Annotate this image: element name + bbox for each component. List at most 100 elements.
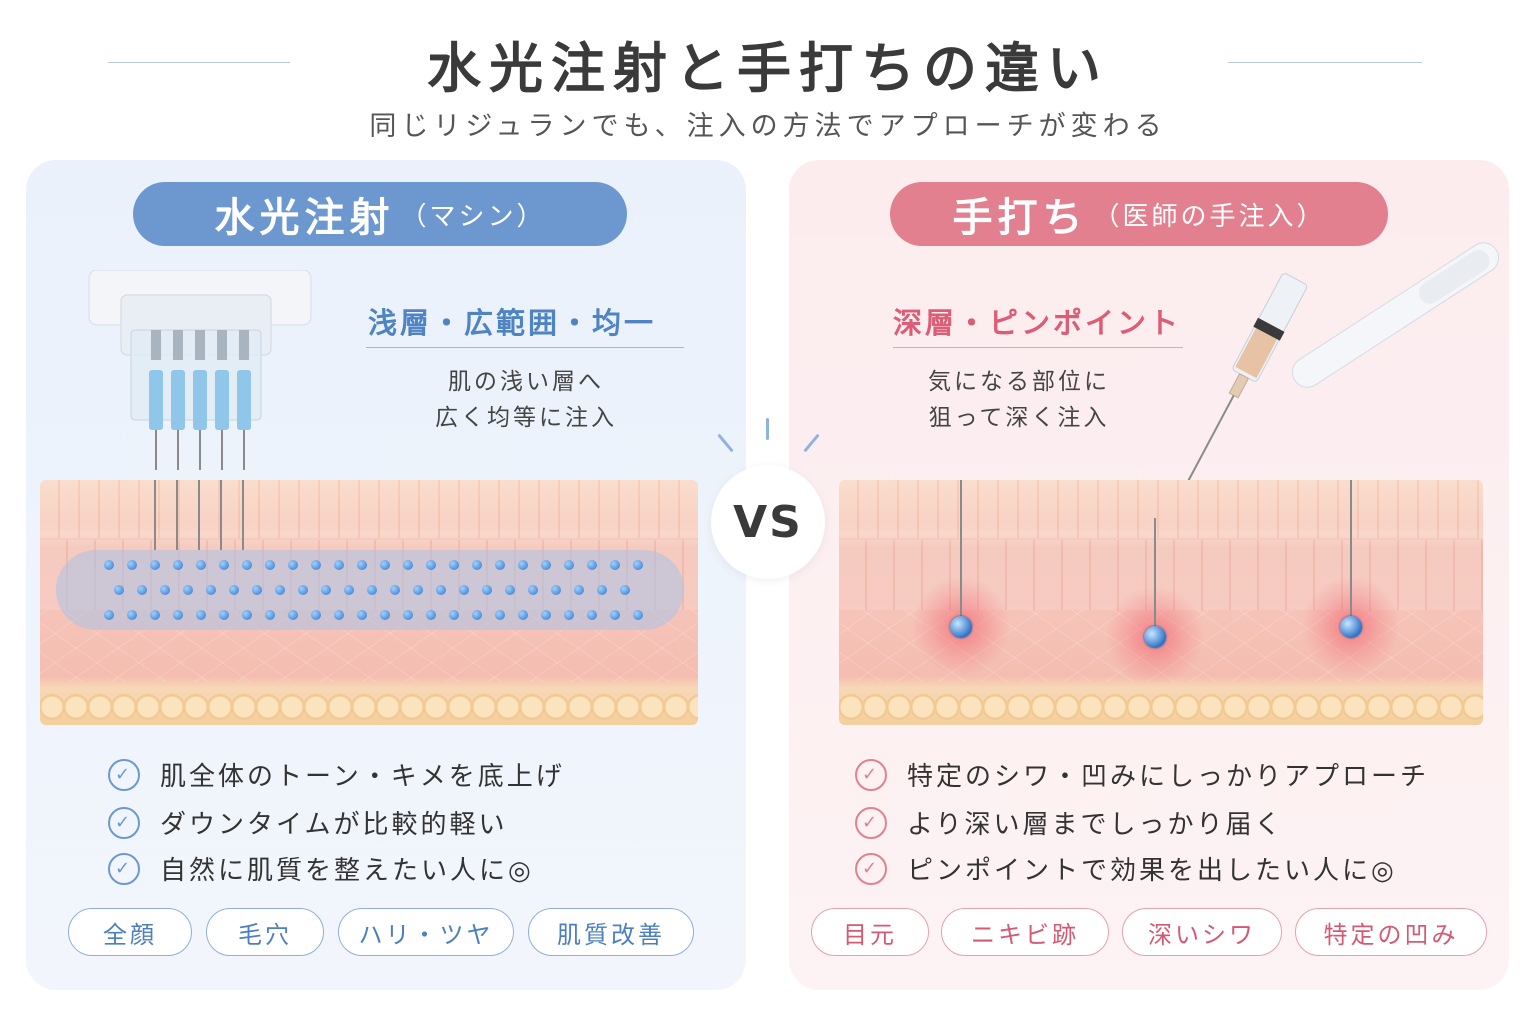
machine-pill: 水光注射 （マシン）: [133, 182, 627, 246]
check-circle-icon: ✓: [108, 852, 140, 885]
injection-dot: [403, 610, 413, 620]
injection-point: [950, 616, 972, 638]
manual-feature-3: ✓ ピンポイントで効果を出したい人に◎: [855, 850, 1397, 887]
injection-point: [1144, 626, 1166, 648]
needle-device-icon: [81, 269, 321, 470]
tag-full-face: 全顔: [68, 908, 192, 956]
injection-dot: [265, 610, 275, 620]
injection-dot: [357, 560, 367, 570]
tag-pores: 毛穴: [206, 908, 324, 956]
injection-dot: [334, 560, 344, 570]
injection-dot: [413, 585, 423, 595]
feature-text: 自然に肌質を整えたい人に◎: [160, 856, 534, 886]
injection-dot: [426, 560, 436, 570]
injection-dot: [265, 560, 275, 570]
injection-dot: [518, 560, 528, 570]
check-circle-icon: ✓: [108, 806, 140, 839]
tag-specific-dents: 特定の凹み: [1295, 908, 1487, 956]
manual-desc-line2: 狙って深く注入: [928, 405, 1110, 431]
manual-panel: 手打ち （医師の手注入） 深層・ピンポイント 気になる部位に 狙って深く注入: [789, 160, 1509, 990]
injection-dot: [334, 610, 344, 620]
injection-dot: [298, 585, 308, 595]
injection-dot: [150, 560, 160, 570]
injection-point: [1340, 616, 1362, 638]
header-line-left: [108, 62, 290, 63]
injection-dot: [482, 585, 492, 595]
injection-dot: [495, 610, 505, 620]
machine-pill-label: 水光注射: [214, 195, 395, 241]
feature-text: ダウンタイムが比較的軽い: [160, 810, 508, 840]
manual-pill-label: 手打ち: [952, 195, 1088, 241]
injection-dot: [127, 610, 137, 620]
injection-dot: [173, 610, 183, 620]
injection-dot: [311, 560, 321, 570]
injection-dot: [518, 610, 528, 620]
machine-feature-3: ✓ 自然に肌質を整えたい人に◎: [108, 850, 534, 887]
injection-dot: [288, 610, 298, 620]
feature-text: 肌全体のトーン・キメを底上げ: [160, 762, 565, 792]
injection-dot: [219, 560, 229, 570]
check-circle-icon: ✓: [855, 758, 887, 791]
skin-diagram-manual: [839, 480, 1483, 725]
machine-feature-1: ✓ 肌全体のトーン・キメを底上げ: [108, 756, 565, 793]
injection-dot: [380, 560, 390, 570]
injection-dot: [564, 560, 574, 570]
tag-deep-wrinkles: 深いシワ: [1122, 908, 1282, 956]
manual-desc-line1: 気になる部位に: [928, 369, 1110, 395]
check-circle-icon: ✓: [855, 806, 887, 839]
injection-dot: [160, 585, 170, 595]
injection-dot: [472, 560, 482, 570]
injection-dot: [459, 585, 469, 595]
manual-feature-1: ✓ 特定のシワ・凹みにしっかりアプローチ: [855, 756, 1429, 793]
injection-dot: [206, 585, 216, 595]
injection-dot: [367, 585, 377, 595]
injection-dot: [150, 610, 160, 620]
injection-dot: [528, 585, 538, 595]
injection-dot: [449, 610, 459, 620]
page-title: 水光注射と手打ちの違い: [427, 37, 1109, 100]
feature-text: より深い層までしっかり届く: [907, 810, 1284, 840]
injection-dot: [564, 610, 574, 620]
injection-dot: [426, 610, 436, 620]
injection-dot: [114, 585, 124, 595]
manual-description: 気になる部位に 狙って深く注入: [901, 364, 1137, 436]
injection-dot: [275, 585, 285, 595]
injection-dot: [472, 610, 482, 620]
injection-dot: [597, 585, 607, 595]
machine-desc-line1: 肌の浅い層へ: [448, 369, 604, 395]
injection-dot: [574, 585, 584, 595]
machine-keyword: 浅層・広範囲・均一: [368, 306, 657, 340]
injection-dot: [449, 560, 459, 570]
injection-dot: [380, 610, 390, 620]
machine-feature-2: ✓ ダウンタイムが比較的軽い: [108, 804, 507, 841]
check-circle-icon: ✓: [855, 852, 887, 885]
machine-desc-line2: 広く均等に注入: [435, 405, 617, 431]
injection-dot: [587, 560, 597, 570]
injection-dot: [541, 560, 551, 570]
injection-dot: [633, 610, 643, 620]
injection-dot: [610, 560, 620, 570]
injection-dot: [252, 585, 262, 595]
injection-dot: [311, 610, 321, 620]
injection-dot: [495, 560, 505, 570]
pen-icon: [1279, 232, 1509, 412]
injection-dot: [505, 585, 515, 595]
injection-dot: [242, 560, 252, 570]
machine-description: 肌の浅い層へ 広く均等に注入: [396, 364, 656, 436]
injection-dot: [104, 560, 114, 570]
tag-eye-area: 目元: [811, 908, 929, 956]
injection-dot: [587, 610, 597, 620]
injection-dot: [229, 585, 239, 595]
injection-dot: [633, 560, 643, 570]
tag-skin-quality: 肌質改善: [528, 908, 694, 956]
injection-dot: [344, 585, 354, 595]
injection-dot: [127, 560, 137, 570]
injection-dot: [357, 610, 367, 620]
manual-pill: 手打ち （医師の手注入）: [890, 182, 1388, 246]
machine-keyword-underline: [366, 347, 684, 348]
tag-acne-scars: ニキビ跡: [941, 908, 1109, 956]
manual-keyword-underline: [893, 347, 1183, 348]
injection-dot: [196, 610, 206, 620]
vs-badge: VS: [711, 465, 825, 579]
injection-dot: [104, 610, 114, 620]
